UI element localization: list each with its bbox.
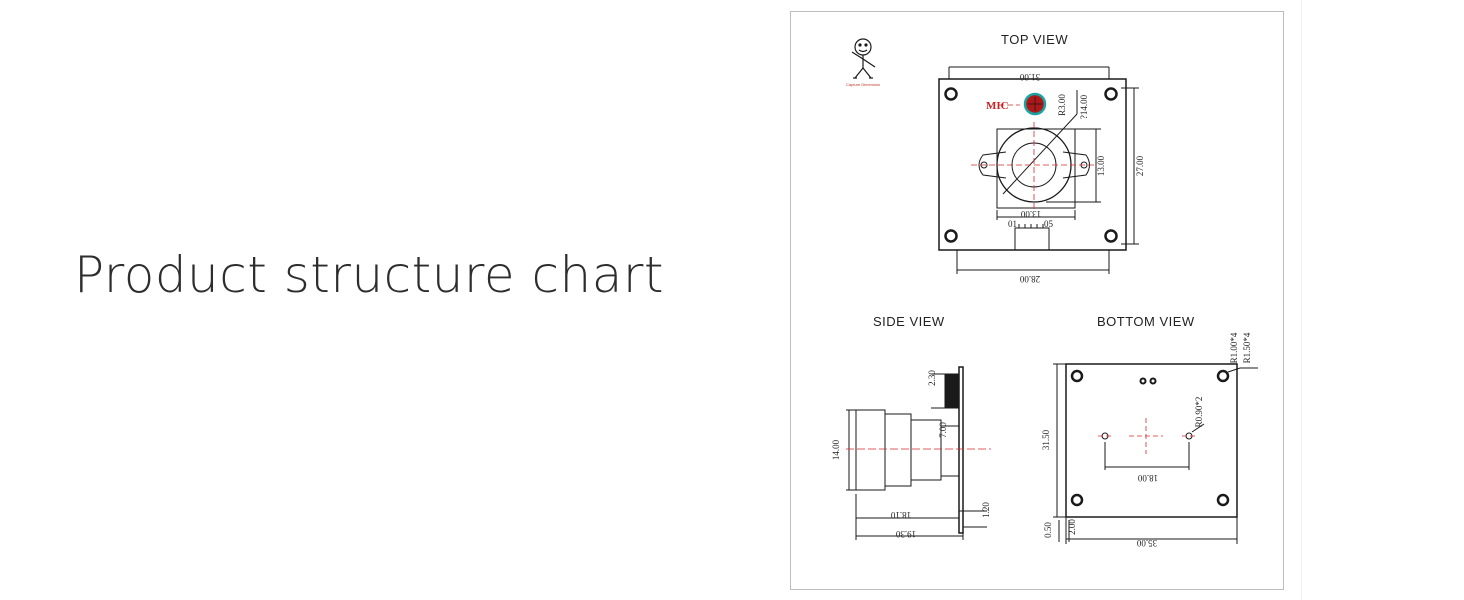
dim-bottom-height: 31.50 [1041, 429, 1051, 450]
drawing-canvas: Capture Dimension TOP VIEW [831, 32, 1258, 548]
side-view [846, 366, 987, 540]
dim-mic-radius: R3.00 [1057, 94, 1067, 116]
dim-bottom-offset-a: 0.50 [1043, 522, 1053, 538]
bottom-view-label: BOTTOM VIEW [1097, 314, 1195, 329]
page-title: Product structure chart [74, 246, 665, 304]
mic-label: MIC [986, 100, 1009, 112]
dim-bottom-spacing: 18.00 [1137, 473, 1158, 483]
bottom-view [1053, 363, 1258, 544]
dim-side-inner: 7.00 [938, 422, 948, 438]
dim-lens-height: 13.00 [1096, 155, 1106, 176]
connector-pin-first: 01 [1008, 219, 1017, 229]
technical-drawing: Capture Dimension TOP VIEW [790, 11, 1284, 590]
microphone-icon [1023, 92, 1047, 116]
side-view-label: SIDE VIEW [873, 314, 945, 329]
dim-side-lens-diameter: 14.00 [831, 439, 841, 460]
dim-side-thickness: 2.30 [927, 370, 937, 386]
dim-bottom-width: 35.00 [1136, 538, 1157, 548]
dim-bottom-r2: R1.50*4 [1242, 332, 1252, 363]
dim-side-length-b: 19.30 [895, 529, 916, 539]
top-view-label: TOP VIEW [1001, 32, 1068, 47]
dim-lens-width: 13.00 [1020, 209, 1041, 219]
dim-lens-diameter: ?14.00 [1079, 94, 1089, 119]
bottom-centerlines [1098, 418, 1196, 454]
logo-caption: Capture Dimension [846, 82, 880, 87]
divider [1301, 0, 1302, 600]
dim-bottom-width: 28.00 [1019, 274, 1040, 284]
dim-board-height: 27.00 [1135, 155, 1145, 176]
dim-top-width: 31.00 [1019, 72, 1040, 82]
connector-pin-last: 05 [1044, 219, 1054, 229]
dim-bottom-offset-b: 2.00 [1067, 519, 1077, 535]
dim-side-length-a: 18.10 [890, 510, 911, 520]
logo-figure-icon [851, 38, 876, 79]
dim-bottom-hole: R0.90*2 [1194, 397, 1204, 428]
dim-side-pcb: 1.20 [981, 502, 991, 518]
dim-bottom-r1: R1.00*4 [1229, 332, 1239, 363]
